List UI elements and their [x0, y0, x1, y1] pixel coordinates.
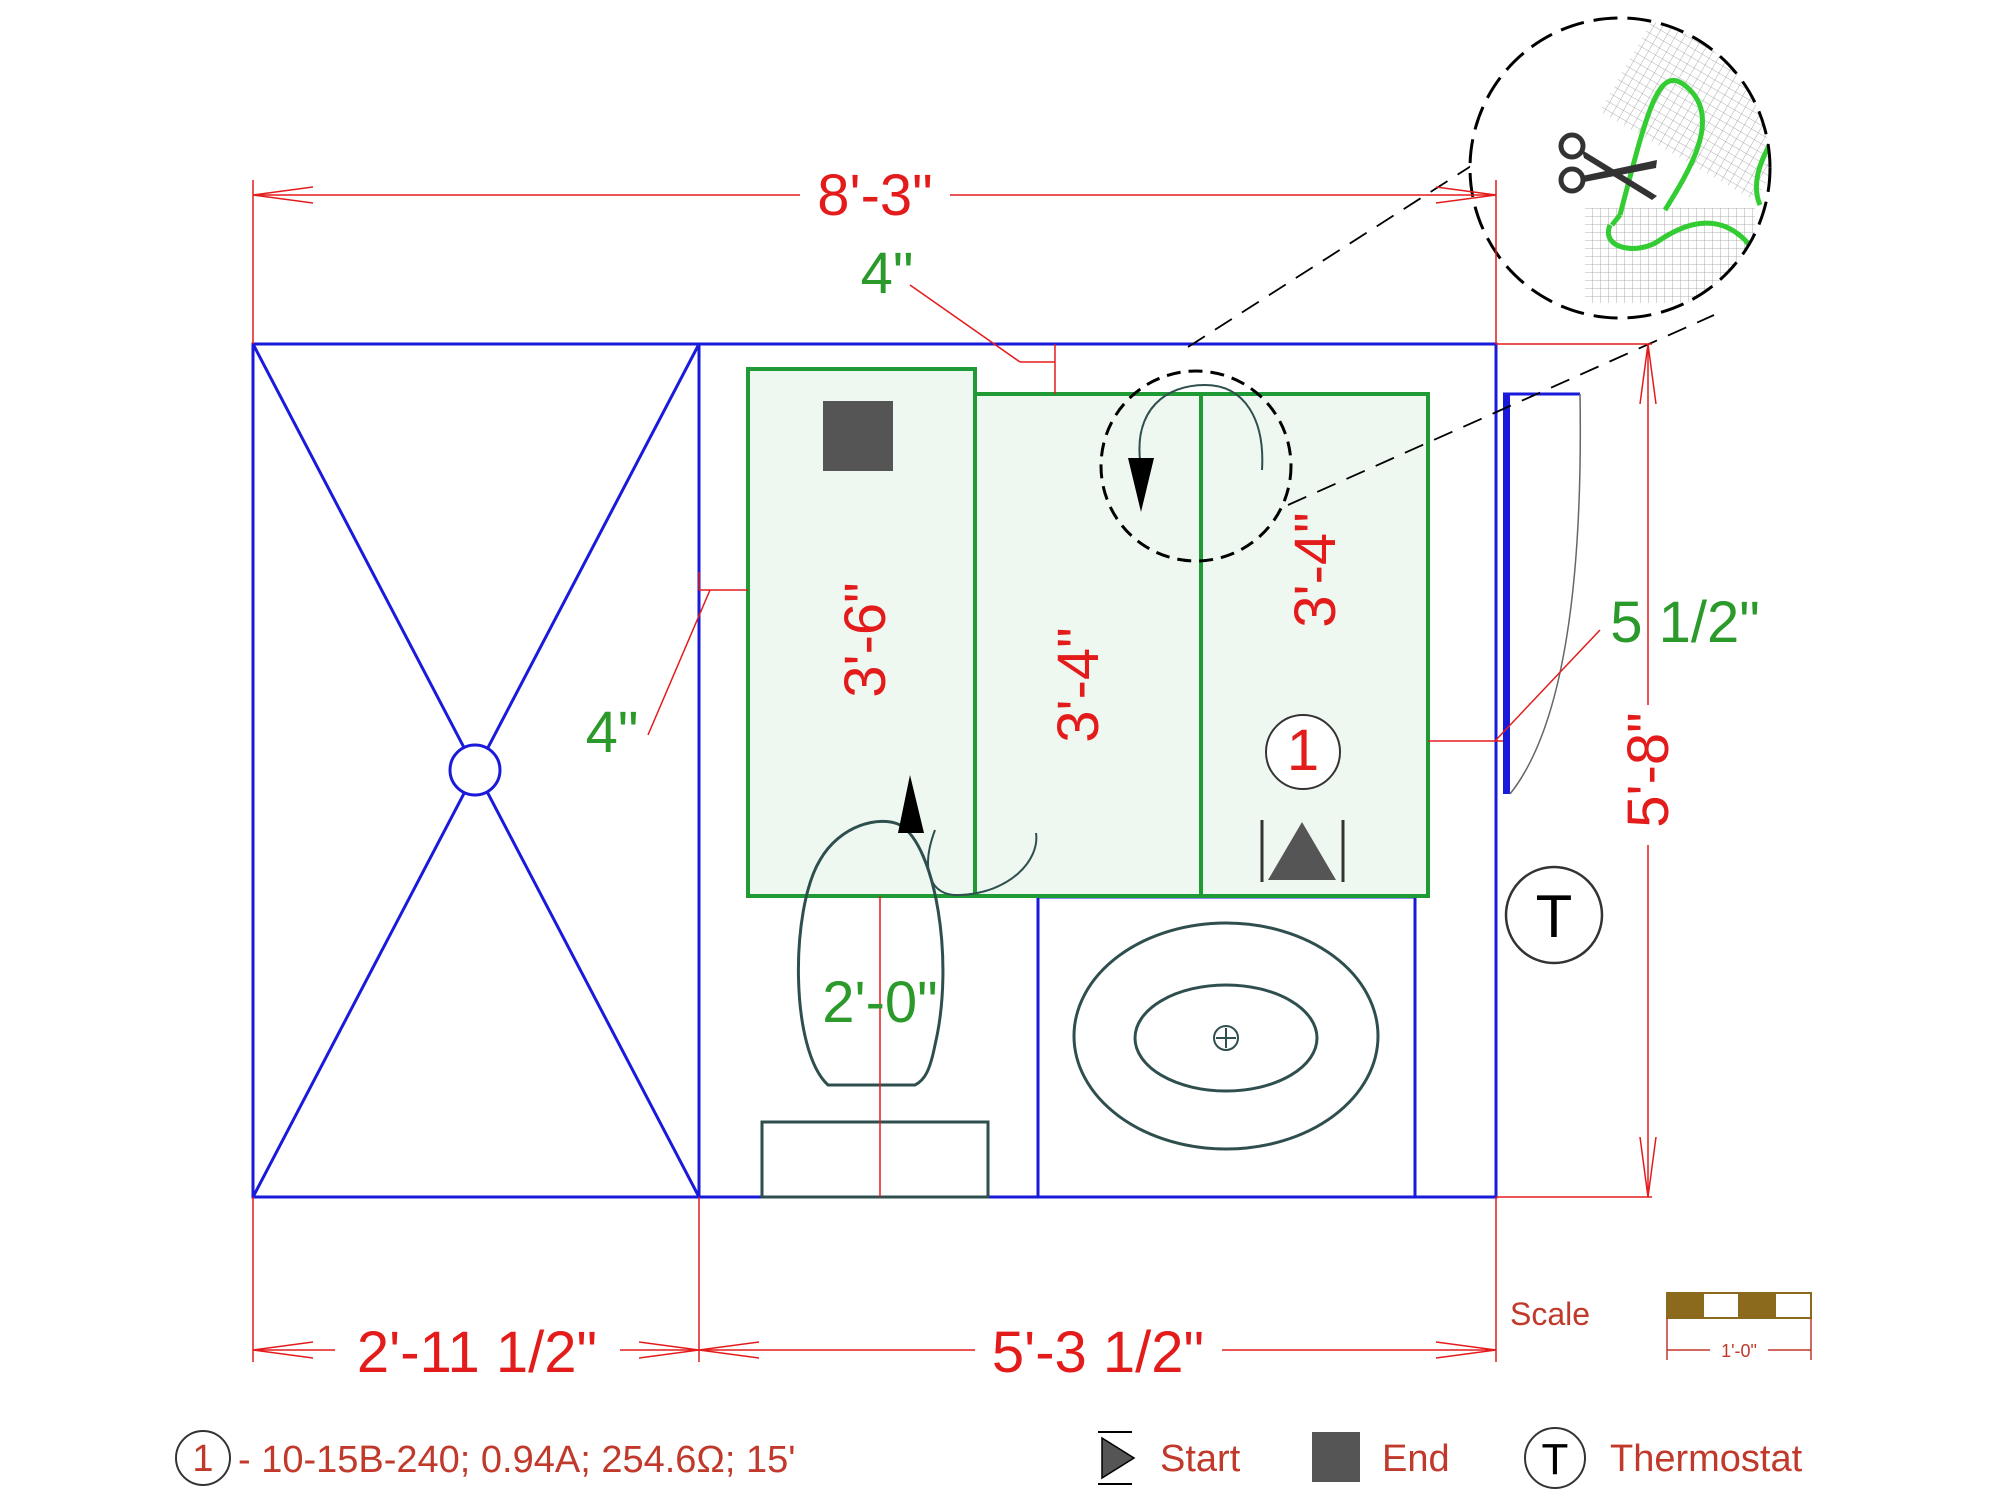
drain-icon [1213, 1025, 1239, 1051]
mat-2-length: 3'-4" [1046, 627, 1111, 743]
legend-thermostat-symbol: T [1542, 1435, 1569, 1484]
dim-spacing-left: 4" [586, 700, 639, 765]
sink [1072, 921, 1380, 1151]
svg-text:T: T [1536, 883, 1573, 950]
shower-drain [448, 743, 502, 797]
scale-label: Scale [1510, 1296, 1590, 1332]
legend-thermostat-icon [1524, 1427, 1586, 1489]
power-connection-icon [1260, 820, 1345, 882]
dim-toilet-clearance: 2'-0" [822, 970, 938, 1035]
turnaround-detail [1099, 369, 1293, 563]
mat-1-length: 3'-6" [833, 582, 898, 698]
direction-arrow [1128, 458, 1154, 512]
scissors-icon [1558, 132, 1657, 200]
mat-2 [973, 392, 1203, 898]
legend-end-label: End [1382, 1438, 1450, 1480]
cable-loop-lower [927, 829, 1038, 897]
door [1503, 392, 1582, 795]
legend-circuit-number: 1 [192, 1438, 213, 1480]
legend-start-icon [1098, 1431, 1136, 1485]
dim-spacing-top: 4" [861, 241, 914, 306]
scale-unit: 1'-0" [1721, 1341, 1757, 1361]
mat-3-length: 3'-4" [1283, 512, 1348, 628]
dim-spacing-right: 5 1/2" [1610, 590, 1760, 655]
dimension-lines [252, 180, 1652, 1362]
cut-and-turn-detail [1187, 16, 1772, 506]
legend-thermostat-label: Thermostat [1610, 1438, 1803, 1480]
mat-3 [1199, 392, 1430, 898]
toilet-tank [760, 1120, 990, 1199]
svg-text:1: 1 [1287, 718, 1319, 783]
legend-end-icon [1312, 1432, 1360, 1482]
start-arrow [898, 775, 924, 833]
dim-overall-height: 5'-8" [1616, 712, 1681, 828]
scale-bar: Scale 1'-0" [1510, 1292, 1812, 1361]
legend-start-label: Start [1160, 1438, 1241, 1480]
legend-circuit-spec: - 10-15B-240; 0.94A; 254.6Ω; 15' [238, 1439, 795, 1481]
legend: 1 - 10-15B-240; 0.94A; 254.6Ω; 15' Start… [175, 1427, 1803, 1489]
thermostat-marker: T [1504, 865, 1604, 965]
dim-overall-width: 8'-3" [817, 163, 933, 228]
circuit-marker: 1 [1265, 714, 1341, 790]
end-marker [823, 401, 893, 471]
shower-stall [251, 343, 701, 1198]
dim-left-width: 2'-11 1/2" [357, 1320, 597, 1385]
heating-mats [746, 367, 1430, 898]
dim-right-width: 5'-3 1/2" [992, 1320, 1204, 1385]
